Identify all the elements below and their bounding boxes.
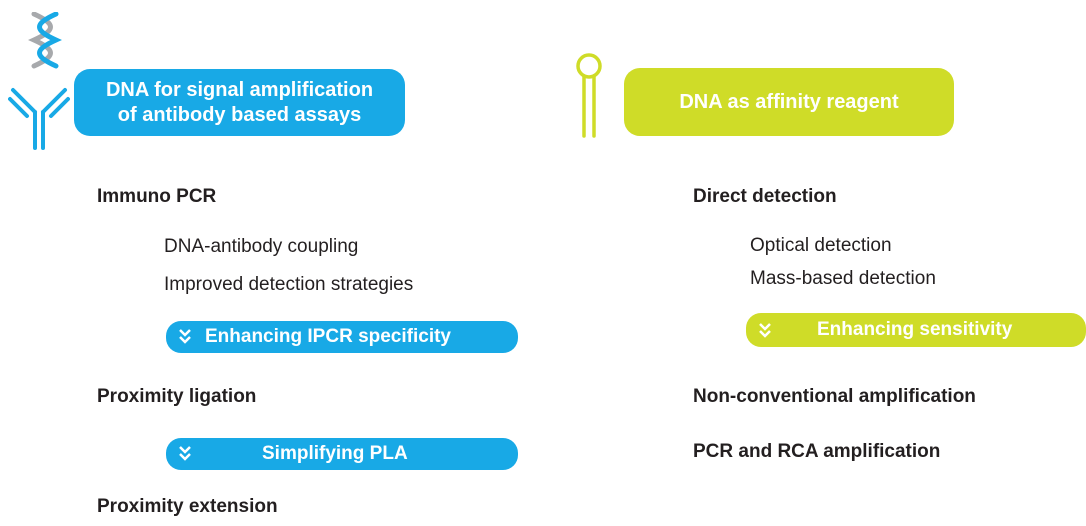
right-section-title-pcr-rca-amplification: PCR and RCA amplification [693,441,941,462]
highlight-enhancing-sensitivity: Enhancing sensitivity [746,313,1086,347]
highlight-enhancing-ipcr-specificity: Enhancing IPCR specificity [166,321,518,353]
highlight-simplifying-pla: Simplifying PLA [166,438,518,470]
antibody-icon [8,88,70,150]
left-section-title-immuno-pcr: Immuno PCR [97,186,217,207]
chevron-down-double-icon [179,446,191,461]
highlight-label: Simplifying PLA [262,443,408,464]
chevron-down-double-icon [179,329,191,344]
left-section-title-proximity-ligation: Proximity ligation [97,386,257,407]
right-item-mass-based-detection: Mass-based detection [750,268,936,289]
chevron-down-double-icon [759,323,771,338]
right-header-label: DNA as affinity reagent [679,90,899,113]
left-header-line2: of antibody based assays [117,103,362,126]
right-section-title-non-conventional-amplification: Non-conventional amplification [693,386,976,407]
left-header-line1: DNA for signal amplification [105,78,374,101]
left-item-dna-antibody-coupling: DNA-antibody coupling [164,236,359,257]
left-section-title-proximity-extension: Proximity extension [97,496,278,517]
aptamer-hairpin-icon [576,53,602,138]
left-header-pill: DNA for signal amplification of antibody… [74,69,405,136]
dna-helix-icon [28,12,62,69]
highlight-label: Enhancing sensitivity [817,319,1013,340]
right-section-title-direct-detection: Direct detection [693,186,837,207]
left-item-improved-detection: Improved detection strategies [164,274,414,295]
highlight-label: Enhancing IPCR specificity [205,326,451,347]
right-item-optical-detection: Optical detection [750,235,892,256]
right-header-pill: DNA as affinity reagent [624,68,954,136]
